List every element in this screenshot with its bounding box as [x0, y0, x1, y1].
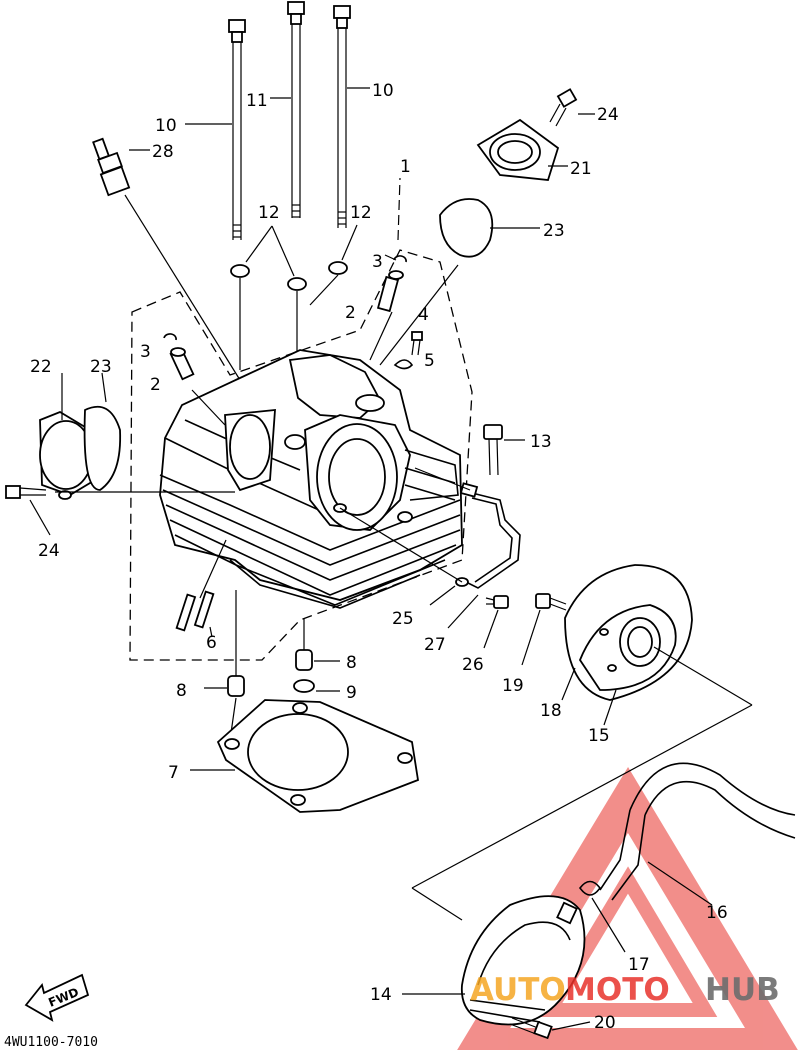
washer-middle: [287, 277, 307, 291]
part-label-11: 11: [246, 91, 268, 111]
part-label-21: 21: [570, 159, 592, 179]
part-label-3-right: 3: [372, 252, 383, 272]
part-label-14: 14: [370, 985, 392, 1005]
part-label-24-left: 24: [38, 541, 60, 561]
exhaust-studs: [175, 590, 215, 632]
watermark-text-hub: HUB: [705, 972, 780, 1008]
breather-cover-bolt: [509, 1017, 553, 1040]
dowel-pin-left: [227, 675, 245, 697]
part-label-23-left: 23: [90, 357, 112, 377]
part-label-28: 28: [152, 142, 174, 162]
side-cover: [564, 564, 693, 701]
cam-bolt: [483, 424, 503, 476]
part-label-12-right: 12: [350, 203, 372, 223]
cover-bolt: [535, 593, 567, 611]
part-label-3-left: 3: [140, 342, 151, 362]
part-label-25: 25: [392, 609, 414, 629]
part-label-19: 19: [502, 676, 524, 696]
cylinder-head: [159, 349, 463, 609]
head-assembly-outline: [129, 249, 473, 661]
manifold-bolt: [549, 88, 578, 127]
part-label-5: 5: [424, 351, 435, 371]
part-label-4: 4: [418, 305, 429, 325]
hose-clamp: [579, 880, 601, 896]
head-bolt-right: [333, 5, 351, 228]
part-label-15: 15: [588, 726, 610, 746]
intake-gasket: [439, 198, 494, 258]
part-label-20: 20: [594, 1013, 616, 1033]
part-label-27: 27: [424, 635, 446, 655]
washer-left: [230, 264, 250, 278]
part-label-22: 22: [30, 357, 52, 377]
tappet-cover: [39, 410, 96, 500]
clip-left: [163, 333, 177, 341]
tappet-cover-bolt: [5, 485, 47, 499]
part-label-13: 13: [530, 432, 552, 452]
part-label-17: 17: [628, 955, 650, 975]
washer-right: [328, 261, 348, 275]
part-label-18: 18: [540, 701, 562, 721]
watermark-text-auto: AUTO: [470, 972, 566, 1008]
fwd-arrow-icon: FWD: [24, 973, 90, 1022]
head-gasket: [216, 699, 420, 813]
dowel-pin-right: [295, 649, 313, 671]
valve-guide-right: [376, 270, 404, 313]
part-label-8-left: 8: [176, 681, 187, 701]
part-label-10-right: 10: [372, 81, 394, 101]
clip-right: [393, 255, 407, 263]
valve-guide-left: [169, 347, 195, 381]
watermark-text-moto: MOTO: [565, 972, 670, 1008]
drawing-code: 4WU1100-7010: [4, 1035, 98, 1050]
breather-cover: [460, 895, 586, 1026]
part-label-10-left: 10: [155, 116, 177, 136]
part-label-26: 26: [462, 655, 484, 675]
o-ring-small: [293, 679, 315, 693]
part-label-8-right: 8: [346, 653, 357, 673]
spark-plug: [92, 137, 131, 197]
intake-manifold: [476, 118, 560, 181]
part-label-2-right: 2: [345, 303, 356, 323]
oil-pipe: [461, 491, 521, 589]
tappet-cover-gasket: [83, 405, 122, 491]
pipe-bolt: [485, 595, 509, 609]
part-label-2-left: 2: [150, 375, 161, 395]
o-ring: [393, 359, 414, 370]
part-label-12-left: 12: [258, 203, 280, 223]
part-label-16: 16: [706, 903, 728, 923]
stud-bolt: [411, 331, 423, 356]
part-label-23-right: 23: [543, 221, 565, 241]
part-label-6: 6: [206, 633, 217, 653]
part-label-24-right: 24: [597, 105, 619, 125]
head-bolt-left: [228, 19, 246, 240]
part-label-7: 7: [168, 763, 179, 783]
head-bolt-middle: [287, 1, 305, 218]
part-label-9: 9: [346, 683, 357, 703]
breather-hose: [599, 762, 796, 901]
part-label-1: 1: [400, 157, 411, 177]
